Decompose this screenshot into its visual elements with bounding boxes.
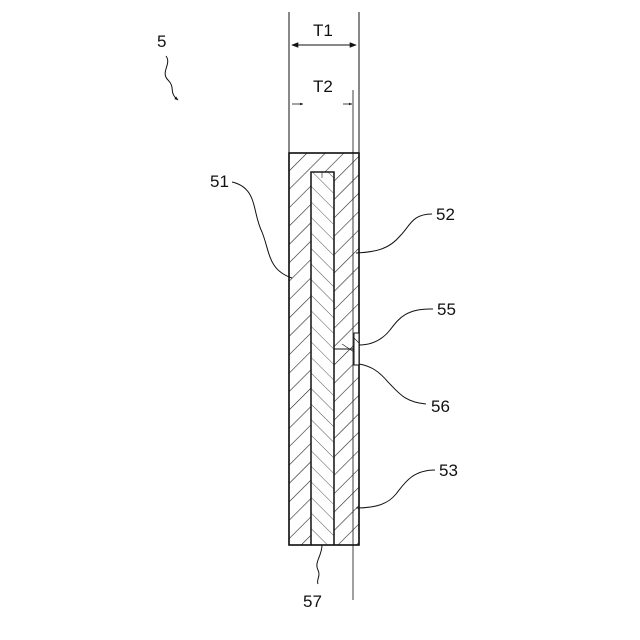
ref-label-57: 57 xyxy=(303,592,322,611)
ref-label-52: 52 xyxy=(436,205,455,224)
leader-line-53 xyxy=(356,470,435,508)
fastener-head xyxy=(354,333,359,365)
leader-line-5 xyxy=(165,56,178,100)
ref-label-53: 53 xyxy=(439,461,458,480)
inner-core-section xyxy=(311,172,334,545)
leader-line-57 xyxy=(317,545,322,584)
ref-label-56: 56 xyxy=(431,397,450,416)
ref-label-51: 51 xyxy=(210,172,229,191)
ref-label-55: 55 xyxy=(437,300,456,319)
dimension-label-t1: T1 xyxy=(313,21,333,40)
ref-label-5: 5 xyxy=(157,32,166,51)
leader-line-52 xyxy=(356,214,432,253)
leader-line-51 xyxy=(232,182,292,278)
dimension-label-t2: T2 xyxy=(313,77,333,96)
leader-line-55 xyxy=(359,309,433,345)
leader-line-56 xyxy=(359,364,426,404)
